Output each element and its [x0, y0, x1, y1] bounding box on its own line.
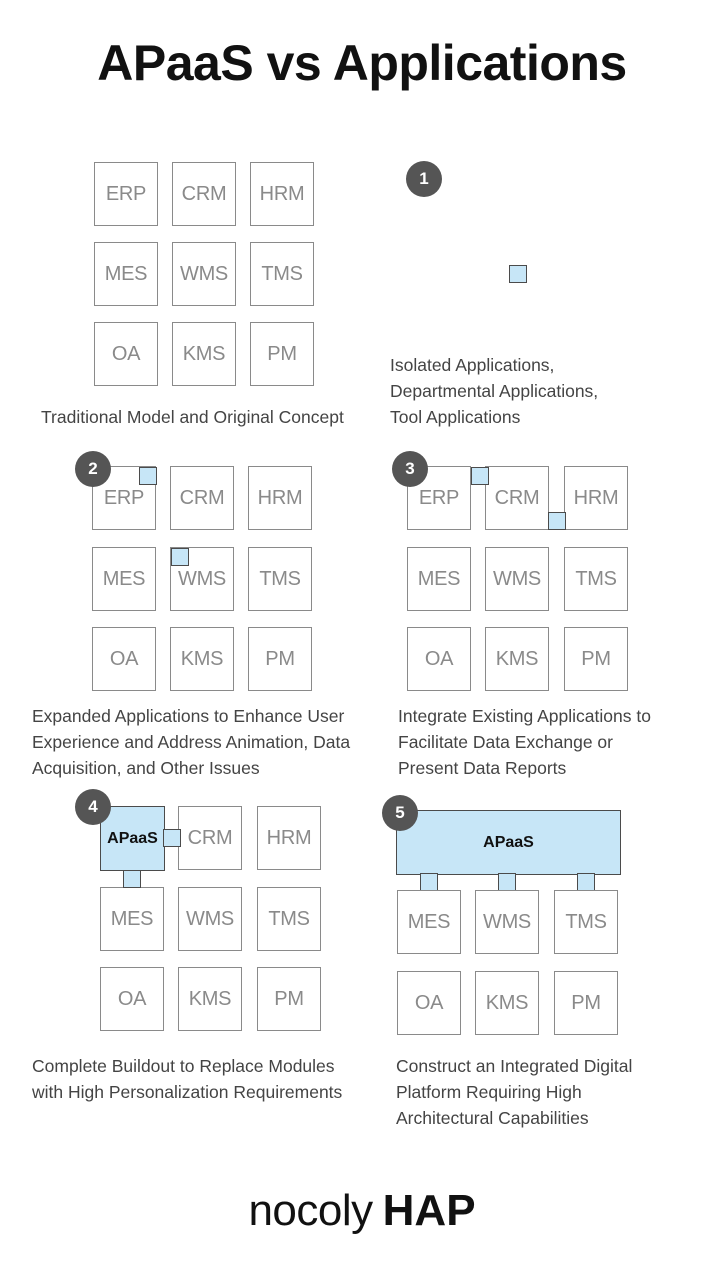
caption-line: Experience and Address Animation, Data: [32, 732, 351, 752]
app-box-oa: OA: [100, 967, 164, 1031]
caption-line: Architectural Capabilities: [396, 1108, 589, 1128]
app-box-wms: WMS: [475, 890, 539, 954]
apaas-connector: [420, 873, 438, 891]
apaas-connector: [498, 873, 516, 891]
logo-text-nocoly: nocoly: [248, 1186, 373, 1235]
apaas-connector: [577, 873, 595, 891]
apaas-connector: [123, 870, 141, 888]
apaas-module: APaaS: [100, 806, 165, 871]
caption-line: Platform Requiring High: [396, 1082, 582, 1102]
app-box-pm: PM: [250, 322, 314, 386]
apaas-connector: [171, 548, 189, 566]
caption-line: Expanded Applications to Enhance User: [32, 706, 345, 726]
step-badge-3: 3: [392, 451, 428, 487]
apaas-connector: [509, 265, 527, 283]
caption-line: Complete Buildout to Replace Modules: [32, 1056, 335, 1076]
app-box-pm: PM: [257, 967, 321, 1031]
apaas-connector: [548, 512, 566, 530]
app-box-kms: KMS: [485, 627, 549, 691]
app-box-kms: KMS: [475, 971, 539, 1035]
caption-panel-5: Construct an Integrated Digital Platform…: [396, 1053, 632, 1131]
app-box-crm: CRM: [485, 466, 549, 530]
app-box-hrm: HRM: [564, 466, 628, 530]
caption-panel-4: Complete Buildout to Replace Modules wit…: [32, 1053, 342, 1105]
app-box-erp: ERP: [94, 162, 158, 226]
app-box-tms: TMS: [250, 242, 314, 306]
app-box-pm: PM: [554, 971, 618, 1035]
step-badge-5: 5: [382, 795, 418, 831]
app-box-mes: MES: [92, 547, 156, 611]
caption-line: Facilitate Data Exchange or: [398, 732, 613, 752]
step-badge-4: 4: [75, 789, 111, 825]
app-box-kms: KMS: [172, 322, 236, 386]
caption-line: Isolated Applications,: [390, 355, 555, 375]
app-box-tms: TMS: [257, 887, 321, 951]
caption-panel-3: Integrate Existing Applications to Facil…: [398, 703, 651, 781]
caption-line: Integrate Existing Applications to: [398, 706, 651, 726]
caption-line: Tool Applications: [390, 407, 521, 427]
app-box-hrm: HRM: [250, 162, 314, 226]
app-box-wms: WMS: [178, 887, 242, 951]
app-box-hrm: HRM: [257, 806, 321, 870]
apaas-platform: APaaS: [396, 810, 621, 875]
app-box-kms: KMS: [170, 627, 234, 691]
app-box-crm: CRM: [172, 162, 236, 226]
step-badge-2: 2: [75, 451, 111, 487]
caption-line: Acquisition, and Other Issues: [32, 758, 260, 778]
caption-line: Construct an Integrated Digital: [396, 1056, 633, 1076]
apaas-connector: [471, 467, 489, 485]
page-title: APaaS vs Applications: [97, 35, 627, 91]
app-box-erp: ERP: [407, 466, 471, 530]
app-box-tms: TMS: [248, 547, 312, 611]
app-box-wms: WMS: [172, 242, 236, 306]
caption-traditional: Traditional Model and Original Concept: [41, 407, 344, 427]
caption-line: with High Personalization Requirements: [32, 1082, 343, 1102]
app-box-oa: OA: [92, 627, 156, 691]
apaas-connector: [139, 467, 157, 485]
app-box-wms: WMS: [485, 547, 549, 611]
app-box-tms: TMS: [554, 890, 618, 954]
app-box-mes: MES: [407, 547, 471, 611]
app-box-oa: OA: [397, 971, 461, 1035]
app-box-oa: OA: [94, 322, 158, 386]
app-box-tms: TMS: [564, 547, 628, 611]
caption-line: Present Data Reports: [398, 758, 567, 778]
app-box-crm: CRM: [178, 806, 242, 870]
caption-panel-2: Expanded Applications to Enhance User Ex…: [32, 703, 350, 781]
app-box-oa: OA: [407, 627, 471, 691]
app-box-pm: PM: [248, 627, 312, 691]
step-badge-1: 1: [406, 161, 442, 197]
app-box-mes: MES: [100, 887, 164, 951]
app-box-kms: KMS: [178, 967, 242, 1031]
app-box-mes: MES: [94, 242, 158, 306]
caption-panel-1: Isolated Applications, Departmental Appl…: [390, 352, 598, 430]
app-box-mes: MES: [397, 890, 461, 954]
app-box-pm: PM: [564, 627, 628, 691]
logo-text-hap: HAP: [382, 1186, 476, 1235]
apaas-connector: [163, 829, 181, 847]
app-box-crm: CRM: [170, 466, 234, 530]
caption-line: Departmental Applications,: [390, 381, 599, 401]
app-box-hrm: HRM: [248, 466, 312, 530]
